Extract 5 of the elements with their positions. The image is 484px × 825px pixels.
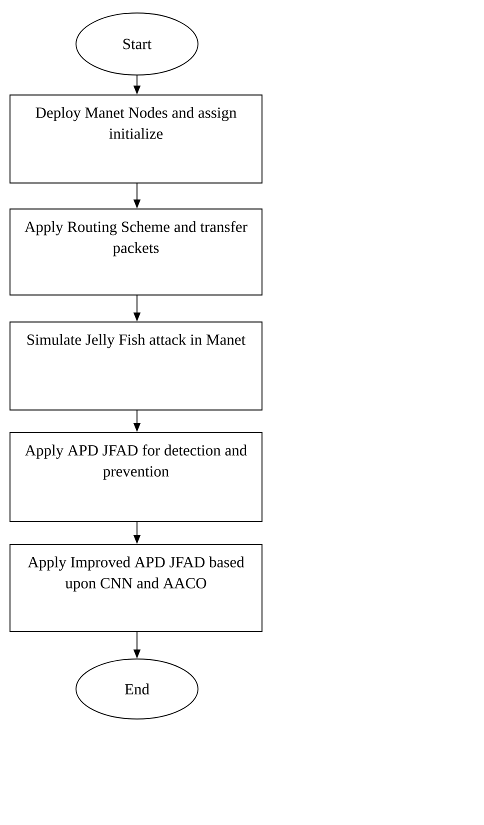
process-box: Simulate Jelly Fish attack in Manet (10, 322, 262, 410)
process-box: Deploy Manet Nodes and assign initialize (10, 94, 262, 184)
process-box: Apply Routing Scheme and transfer packets (10, 208, 262, 296)
process-box: Apply APD JFAD for detection and prevention (10, 432, 262, 522)
process-box: Apply Improved APD JFAD based upon CNN and AACO (10, 544, 262, 632)
